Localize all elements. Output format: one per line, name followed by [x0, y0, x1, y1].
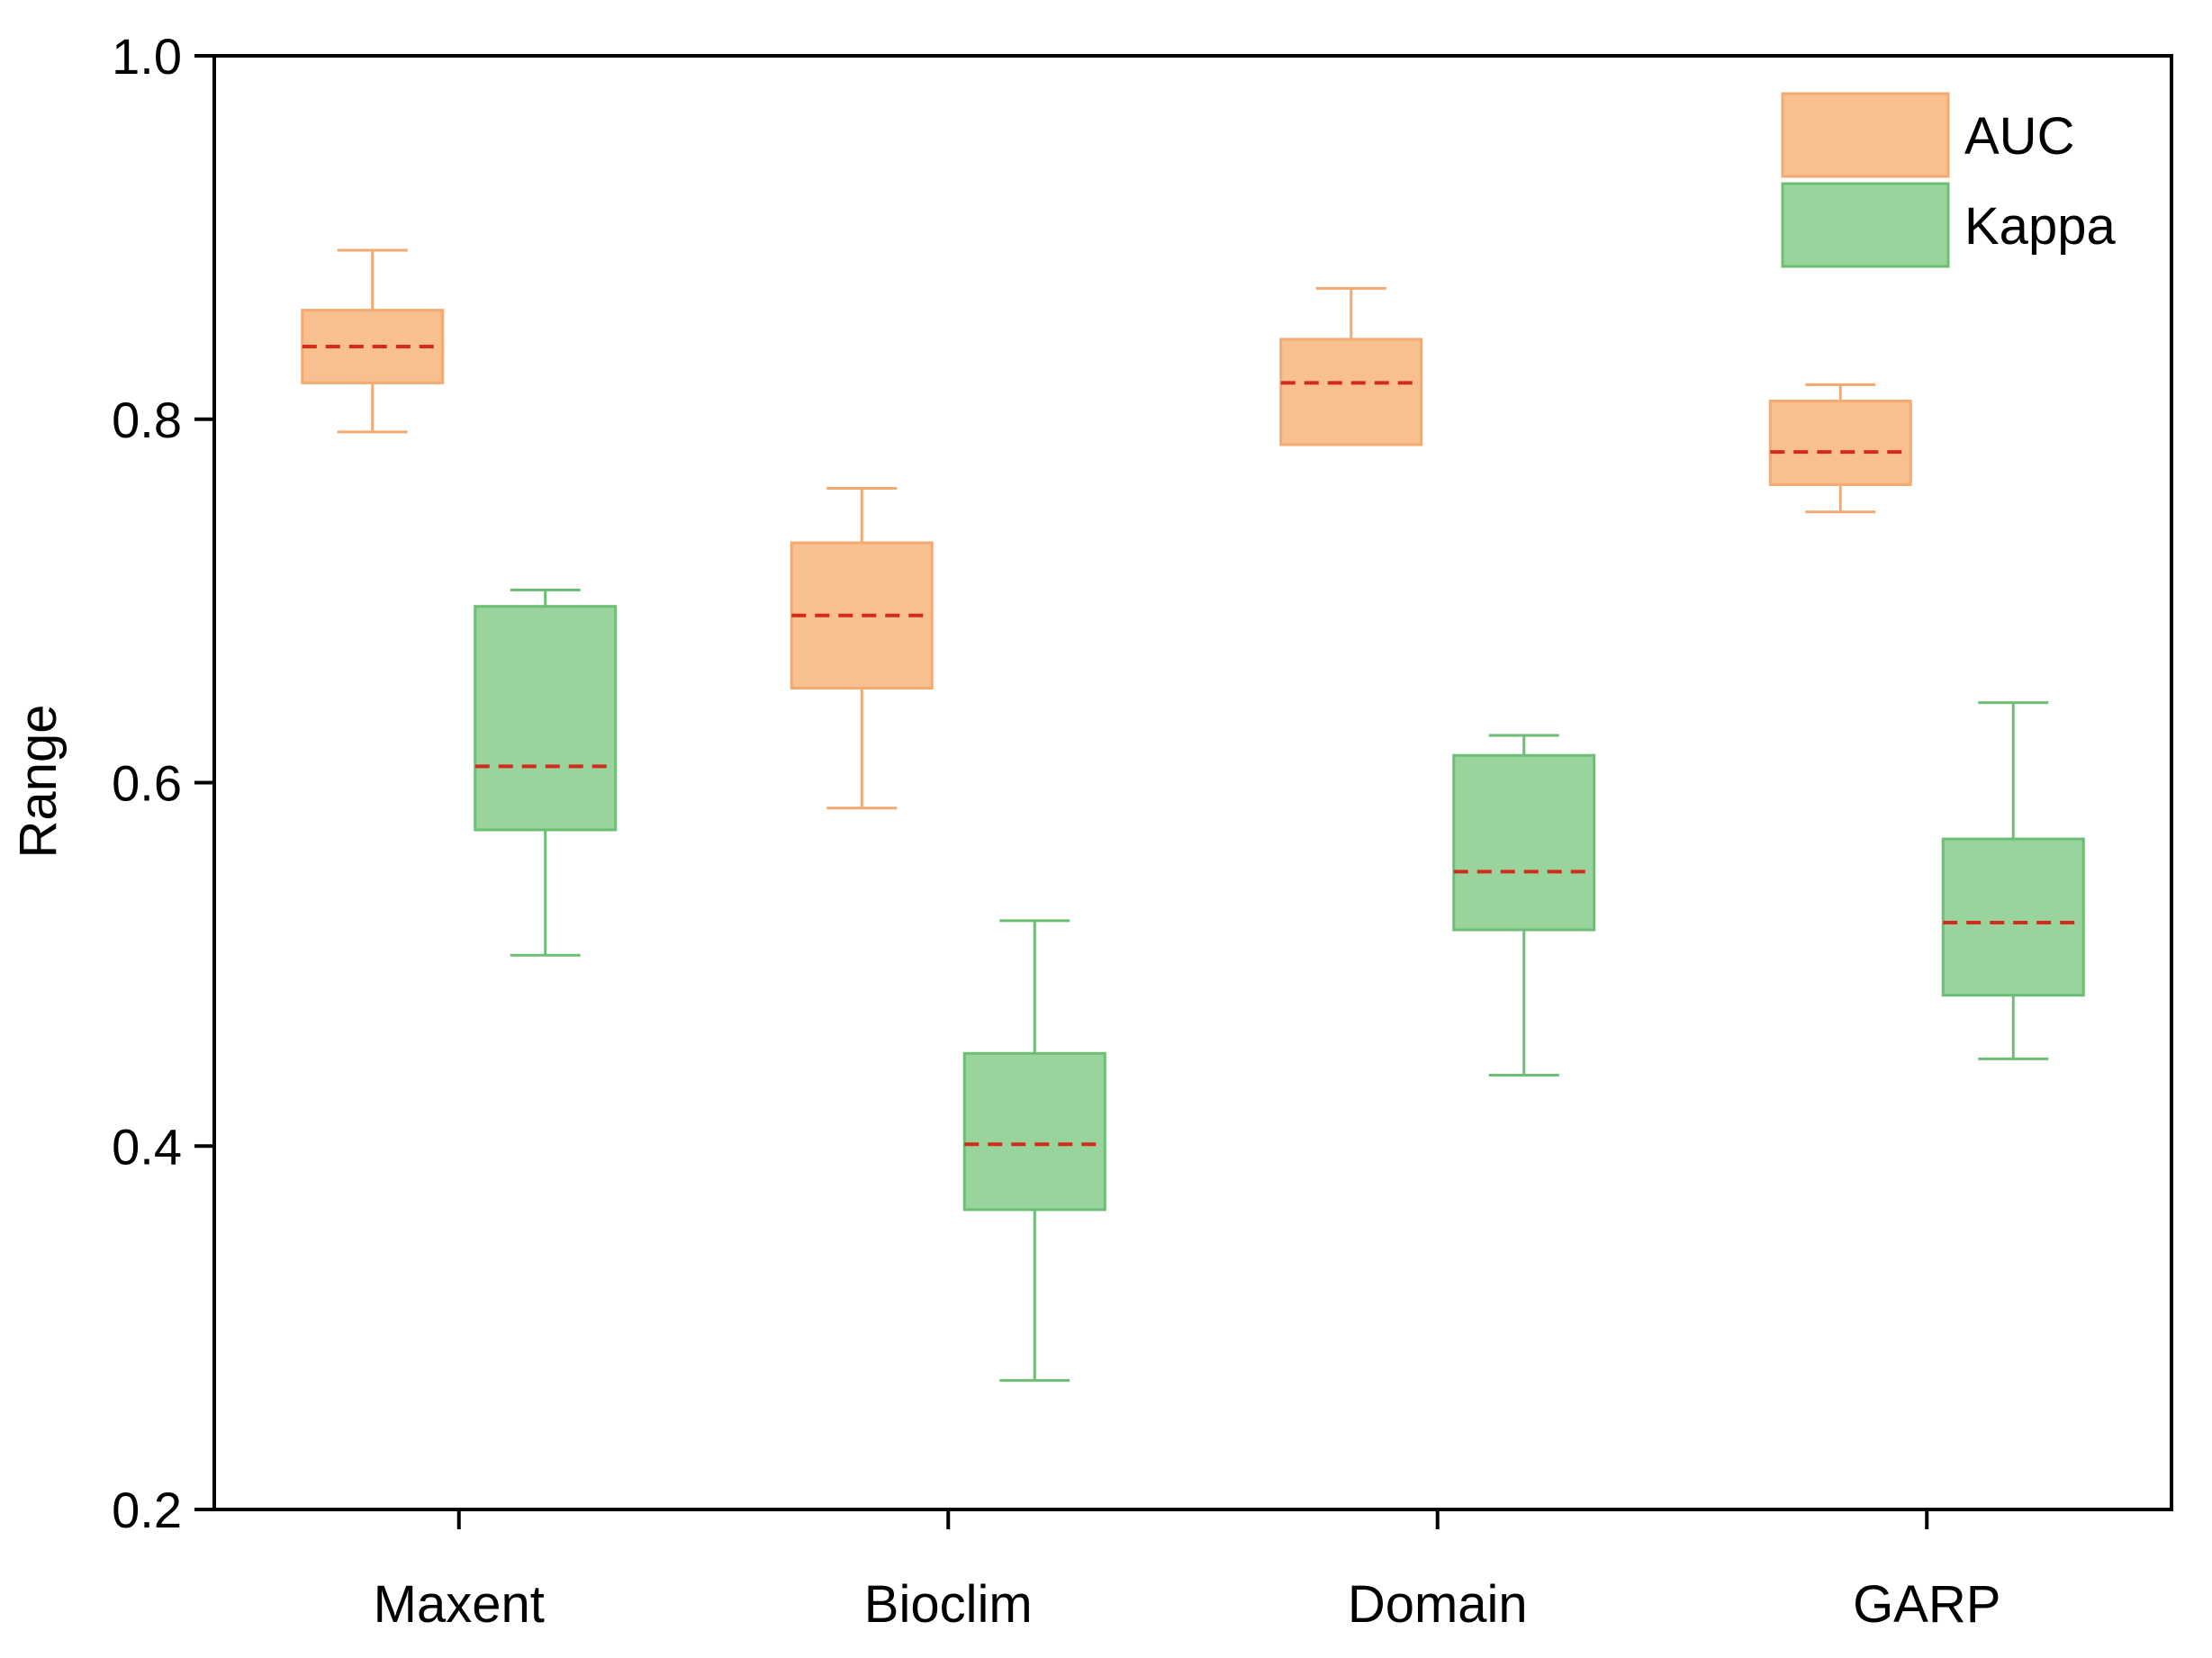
y-tick-label: 1.0 — [112, 28, 182, 85]
box-auc-garp — [1768, 383, 1912, 514]
y-tick-label: 0.4 — [112, 1118, 182, 1175]
legend-swatch-auc — [1781, 92, 1950, 178]
y-axis: 0.2 0.4 0.6 0.8 1.0 — [112, 28, 214, 1538]
box-body — [474, 605, 618, 832]
legend: AUC Kappa — [1781, 92, 2116, 268]
box-body — [962, 1051, 1106, 1212]
y-tick-label: 0.8 — [112, 392, 182, 448]
box-kappa-garp — [1941, 701, 2085, 1060]
box-body — [1279, 338, 1423, 446]
legend-label-kappa: Kappa — [1964, 197, 2116, 256]
x-tick-label: Domain — [1348, 1575, 1528, 1634]
x-axis: Maxent Bioclim Domain GARP — [374, 1509, 2000, 1634]
box-auc-domain — [1279, 286, 1423, 446]
series-auc — [301, 248, 1912, 810]
x-tick-label: Bioclim — [864, 1575, 1033, 1634]
x-tick-label: Maxent — [374, 1575, 545, 1634]
legend-swatch-kappa — [1781, 182, 1950, 268]
box-body — [1941, 837, 2085, 997]
box-auc-bioclim — [790, 486, 934, 810]
box-body — [1452, 753, 1596, 932]
legend-label-auc: AUC — [1964, 107, 2074, 166]
box-kappa-bioclim — [962, 919, 1106, 1383]
x-tick-label: GARP — [1853, 1575, 2000, 1634]
y-tick-label: 0.2 — [112, 1482, 182, 1538]
y-axis-label: Range — [9, 705, 68, 859]
box-kappa-maxent — [474, 589, 618, 957]
box-kappa-domain — [1452, 734, 1596, 1077]
box-body — [1768, 400, 1912, 486]
box-auc-maxent — [301, 248, 445, 434]
series-kappa — [474, 589, 2085, 1383]
y-tick-label: 0.6 — [112, 755, 182, 812]
boxes-layer — [301, 248, 2085, 1383]
